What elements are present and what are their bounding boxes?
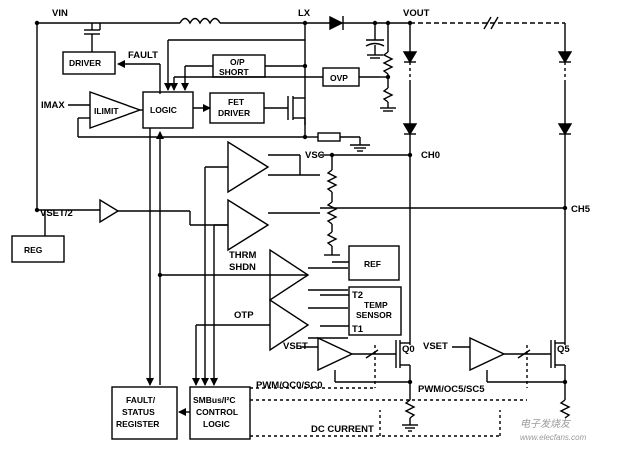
label-vset-ch0: VSET	[283, 341, 308, 352]
label-vin: VIN	[52, 8, 68, 19]
label-fault: FAULT	[128, 50, 158, 61]
fet-driver-label-1: FET	[228, 97, 245, 107]
label-dc-current: DC CURRENT	[311, 424, 374, 435]
label-lx: LX	[298, 8, 311, 19]
watermark-url: www.elecfans.com	[520, 433, 587, 442]
label-vout: VOUT	[403, 8, 430, 19]
label-imax: IMAX	[41, 100, 65, 111]
label-vsc: VSC	[305, 150, 325, 161]
smbus-label-3: LOGIC	[203, 419, 230, 429]
label-otp: OTP	[234, 310, 254, 321]
label-ch0: CH0	[421, 150, 440, 161]
label-q0: Q0	[402, 344, 415, 355]
label-shdn: SHDN	[229, 262, 256, 273]
fault-status-label-1: FAULT/	[126, 395, 156, 405]
watermark-title: 电子发烧友	[520, 418, 572, 430]
op-short-label-1: O/P	[230, 57, 245, 67]
label-vset-ch5: VSET	[423, 341, 448, 352]
fault-status-label-2: STATUS	[122, 407, 155, 417]
op-short-label-2: SHORT	[219, 67, 250, 77]
label-pwm-oc5-sc5: PWM/OC5/SC5	[418, 384, 485, 395]
label-t2: T2	[352, 290, 363, 301]
reg-label: REG	[24, 245, 43, 255]
smbus-label-1: SMBus/I²C	[193, 395, 236, 405]
label-q5: Q5	[557, 344, 570, 355]
ref-label: REF	[364, 259, 381, 269]
ovp-label: OVP	[330, 73, 348, 83]
temp-sensor-label-2: SENSOR	[356, 310, 392, 320]
driver-block-label: DRIVER	[69, 58, 101, 68]
fet-driver-label-2: DRIVER	[218, 108, 250, 118]
label-t1: T1	[352, 324, 364, 335]
label-ch5: CH5	[571, 204, 591, 215]
ilimit-label: ILIMIT	[94, 106, 119, 116]
label-thrm: THRM	[229, 250, 257, 261]
logic-block-label: LOGIC	[150, 105, 177, 115]
smbus-label-2: CONTROL	[196, 407, 238, 417]
label-vset-half: VSET/2	[40, 208, 73, 219]
temp-sensor-label-1: TEMP	[364, 300, 388, 310]
label-pwm-oc0-sc0: PWM/OC0/SC0	[256, 380, 323, 391]
fault-status-label-3: REGISTER	[116, 419, 159, 429]
